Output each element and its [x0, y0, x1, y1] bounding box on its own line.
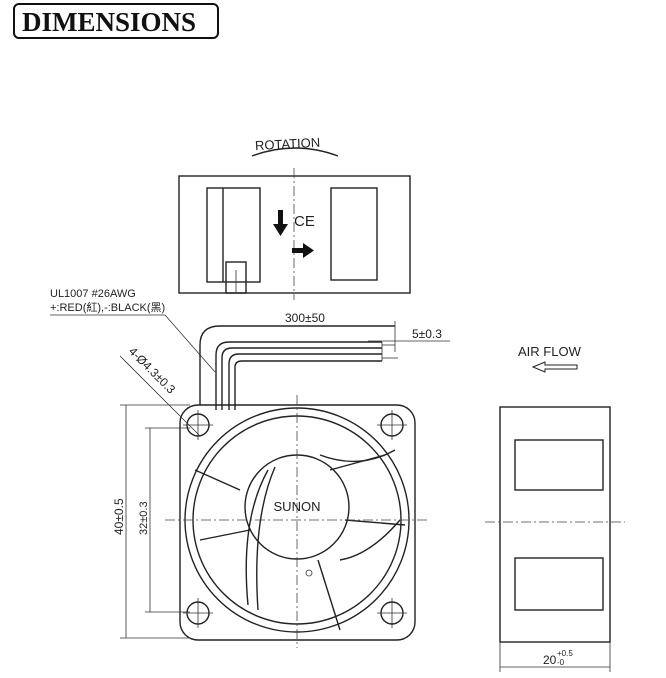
strip-length-dim: 5±0.3 — [412, 327, 442, 341]
mounting-holes — [183, 410, 407, 628]
front-view: SUNON 4-Ø4.3±0.3 40±0.5 32±0.3 — [112, 344, 430, 648]
wire-length-dim: 300±50 — [285, 311, 325, 325]
page-title: DIMENSIONS — [22, 7, 196, 37]
ce-mark: CE — [294, 213, 315, 230]
outer-size-dim: 40±0.5 — [112, 498, 126, 535]
thickness-tol-upper: +0.5 — [557, 649, 573, 658]
top-view: ROTATION CE — [178, 135, 411, 300]
airflow-arrow-right-icon — [292, 243, 314, 258]
brand-label: SUNON — [274, 499, 321, 514]
hole-spec-dim: 4-Ø4.3±0.3 — [126, 344, 179, 397]
airflow-label: AIR FLOW — [518, 344, 582, 359]
rotation-arrow-down-icon — [273, 210, 288, 236]
thickness-tol-lower: -0 — [557, 658, 565, 667]
wire-spec-label: UL1007 #26AWG — [50, 288, 136, 300]
rotation-arc — [251, 147, 339, 157]
rotation-label: ROTATION — [255, 135, 321, 153]
title-box: DIMENSIONS — [13, 3, 219, 39]
wire-spec: UL1007 #26AWG +:RED(紅),-:BLACK(黑) 300±50… — [50, 288, 450, 410]
thickness-dim: 20 — [543, 653, 557, 667]
airflow-arrow-left-icon — [531, 361, 578, 373]
side-view: AIR FLOW 20 +0.5 -0 — [485, 344, 625, 672]
wire-color-label: +:RED(紅),-:BLACK(黑) — [50, 301, 165, 314]
hole-pitch-dim: 32±0.3 — [138, 501, 150, 535]
